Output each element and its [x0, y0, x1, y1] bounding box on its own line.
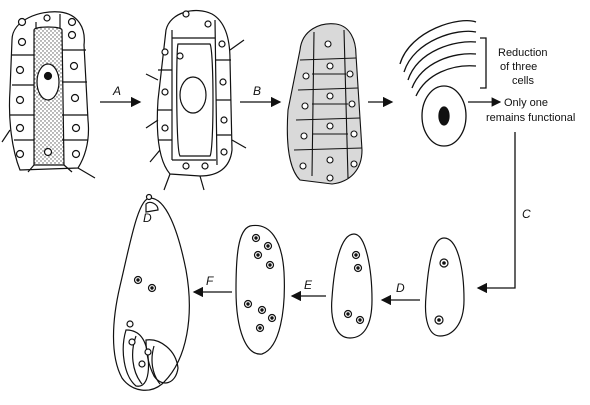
- arrow-f: F: [194, 274, 232, 292]
- arrow-a: A: [100, 84, 140, 102]
- note-reduction-2: of three: [500, 61, 537, 73]
- label-d-inner: D: [143, 211, 152, 225]
- annotation-functional: Only one remains functional: [486, 97, 575, 124]
- stage-linear-tetrad: [287, 24, 362, 184]
- arrow-c: C: [478, 132, 531, 288]
- label-b: B: [253, 84, 261, 98]
- annotation-reduction: Reduction of three cells: [498, 47, 548, 87]
- stage-archesporial-cell: [2, 12, 95, 178]
- label-c: C: [522, 207, 531, 221]
- stage-eight-nucleate: [236, 225, 284, 354]
- stage-mature-embryo-sac: D: [114, 195, 190, 391]
- label-e: E: [304, 278, 313, 292]
- note-functional-2: remains functional: [486, 112, 575, 124]
- arrow-d: D: [382, 281, 420, 300]
- arrow-e: E: [292, 278, 326, 296]
- arrow-b: B: [240, 84, 280, 102]
- label-a: A: [112, 84, 121, 98]
- stage-functional-megaspore: [400, 21, 486, 146]
- note-functional-1: Only one: [504, 97, 548, 109]
- stage-megaspore-mother-cell: [146, 11, 246, 190]
- label-d: D: [396, 281, 405, 295]
- note-reduction-3: cells: [512, 75, 535, 87]
- label-f: F: [206, 274, 214, 288]
- stage-four-nucleate: [332, 234, 372, 338]
- stage-two-nucleate: [426, 238, 464, 336]
- note-reduction-1: Reduction: [498, 47, 548, 59]
